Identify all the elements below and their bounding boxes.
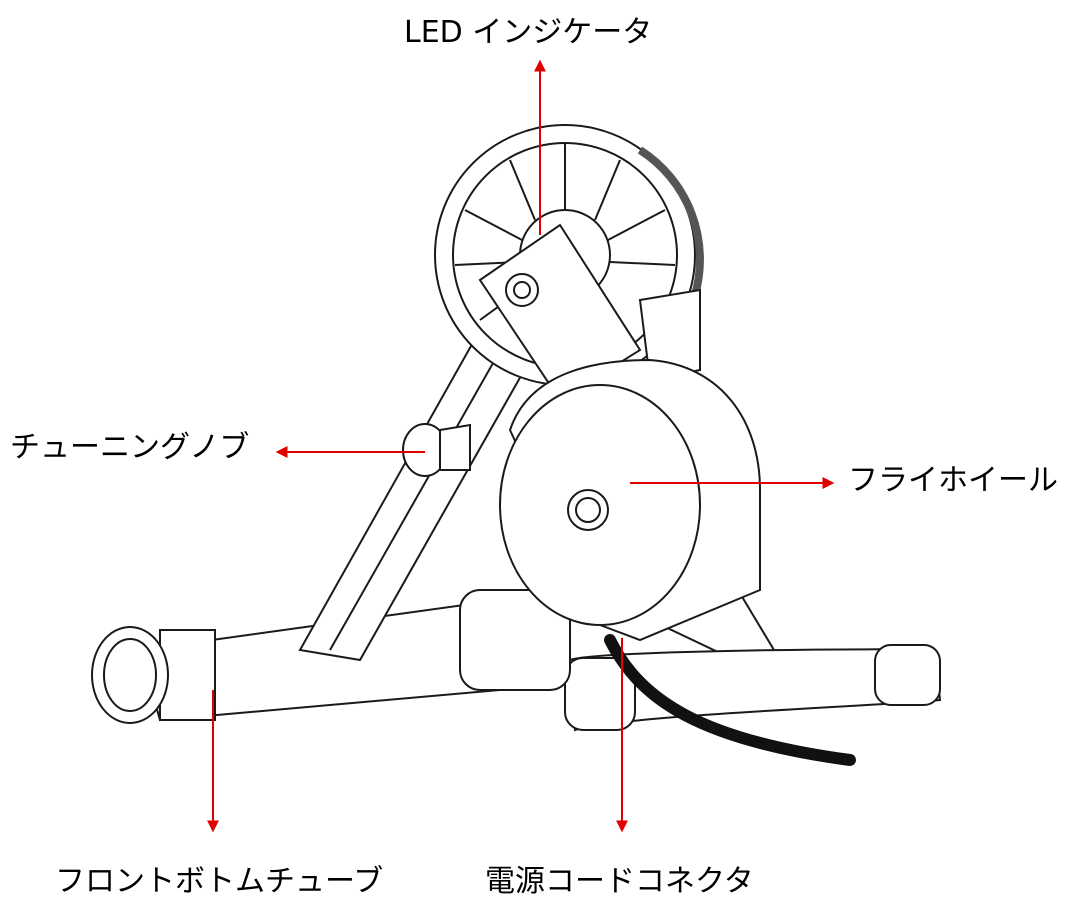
trainer-illustration xyxy=(91,124,942,766)
label-led-indicator: LED インジケータ xyxy=(404,15,653,50)
label-front-bottom-tube: フロントボトムチューブ xyxy=(55,864,384,899)
callouts xyxy=(207,59,835,833)
label-power-connector: 電源コードコネクタ xyxy=(485,864,754,899)
rear-base xyxy=(564,558,942,732)
label-flywheel: フライホイール xyxy=(848,463,1058,498)
tuning-knob xyxy=(402,423,471,477)
power-cable xyxy=(604,634,856,766)
upper-arm xyxy=(478,223,701,402)
flywheel-housing xyxy=(499,358,761,642)
label-tuning-knob: チューニングノブ xyxy=(10,430,250,465)
